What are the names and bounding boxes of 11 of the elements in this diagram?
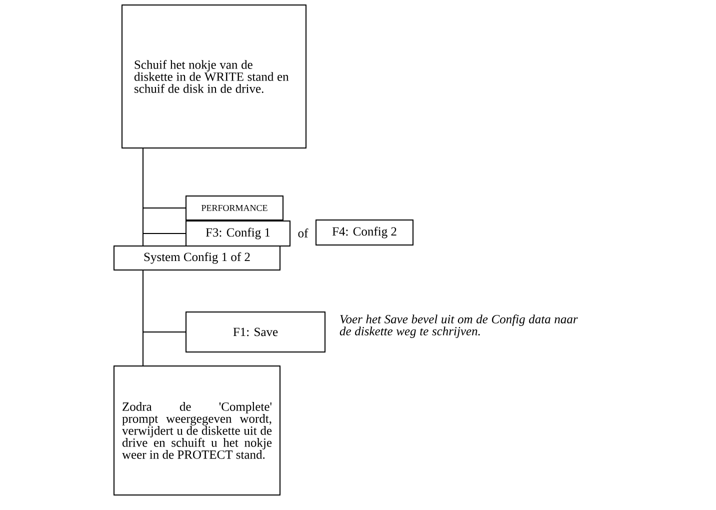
text-box: F1: Save: [186, 311, 326, 352]
text-box: Schuif het nokje van de diskette in de WRITE stand en schuif de disk in de drive.: [122, 4, 306, 148]
text-box: PERFORMANCE: [186, 195, 284, 220]
connector-line: [142, 270, 144, 366]
connector-line: [142, 148, 144, 246]
connector-word: of: [298, 228, 308, 238]
text-box: F3: Config 1: [186, 220, 290, 246]
text-box: F4: Config 2: [316, 219, 414, 246]
text-box: Zodra de 'Complete' prompt weergegeven wordt, verwijdert u de diskette uit de drive en schuift u het nokje weer in de PROTECT stand.: [114, 365, 280, 496]
note-text: Voer het Save bevel uit om de Config data naar de diskette weg te schrijven.: [340, 314, 578, 338]
text-box: System Config 1 of 2: [114, 246, 280, 270]
